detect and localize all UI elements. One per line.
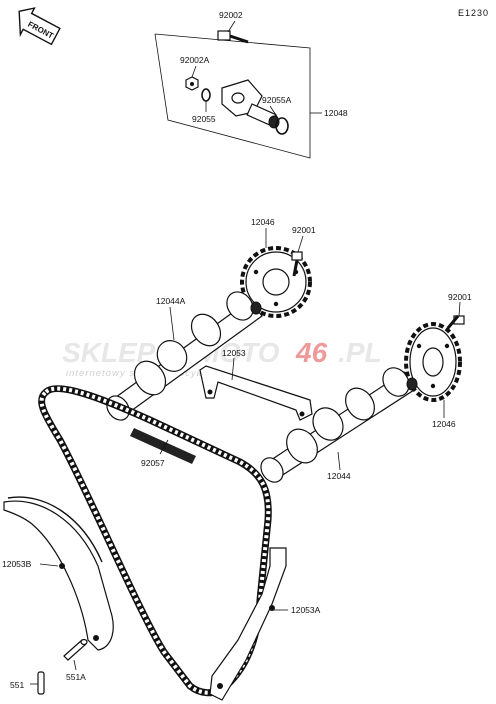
sprocket-lower-icon <box>404 322 462 402</box>
leader-camshaft-lower <box>337 451 341 471</box>
watermark-brand-tld: .PL <box>338 337 382 368</box>
leader-camshaft-upper <box>169 306 175 341</box>
guide-left-icon <box>3 496 114 651</box>
leader-pin-large <box>73 659 77 671</box>
leader-chain <box>159 439 169 455</box>
label-sprocket-upper: 12046 <box>251 217 275 227</box>
label-pin-small: 551 <box>10 680 24 690</box>
bolt-sprocket-upper-icon <box>291 251 303 277</box>
tensioner-body-icon <box>221 79 280 129</box>
leader-guide-top <box>231 357 235 381</box>
diagram-code: E1230 <box>458 8 489 18</box>
label-guide-left: 12053B <box>2 559 32 569</box>
leader-oring-large <box>269 105 279 119</box>
leader-guide-left <box>39 563 59 567</box>
pin-large-icon <box>63 638 88 661</box>
label-oring-large: 92055A <box>262 95 292 105</box>
label-oring-small: 92055 <box>192 114 216 124</box>
tensioner-assembly <box>154 20 322 159</box>
label-pin-large: 551A <box>66 672 86 682</box>
guide-right-icon <box>209 547 287 701</box>
label-nut: 92002A <box>180 55 210 65</box>
tensioner-box <box>154 33 311 159</box>
watermark-brand-accent: 46 <box>295 337 328 368</box>
pin-small-icon <box>37 671 45 695</box>
label-bolt-sprocket-lower: 92001 <box>448 292 472 302</box>
front-arrow-icon: FRONT <box>18 7 61 46</box>
camshaft-upper-icon <box>106 291 263 421</box>
sprocket-upper-icon <box>240 246 312 318</box>
leader-nut <box>191 65 197 78</box>
label-bolt-top: 92002 <box>219 10 243 20</box>
label-bolt-sprocket-upper: 92001 <box>292 225 316 235</box>
label-camshaft-upper: 12044A <box>156 296 186 306</box>
oring-small-icon <box>201 88 211 102</box>
bolt-92002-icon <box>217 30 249 44</box>
leader-bolt-top <box>227 20 236 33</box>
leader-bolt-sprocket-upper <box>297 235 304 253</box>
label-camshaft-lower: 12044 <box>327 471 351 481</box>
label-tensioner: 12048 <box>324 108 348 118</box>
label-chain: 92057 <box>141 458 165 468</box>
labels: 92002 92002A 92055 92055A 12048 12046 92… <box>2 10 472 690</box>
label-guide-top: 12053 <box>222 348 246 358</box>
label-guide-right: 12053A <box>291 605 321 615</box>
guide-top-icon <box>199 365 313 421</box>
oring-large-icon <box>275 117 289 135</box>
label-sprocket-lower: 12046 <box>432 419 456 429</box>
bolt-sprocket-lower-icon <box>446 315 465 329</box>
camshaft-lower-icon <box>260 367 418 483</box>
nut-icon <box>185 76 199 91</box>
leader-bolt-sprocket-lower <box>458 301 461 317</box>
